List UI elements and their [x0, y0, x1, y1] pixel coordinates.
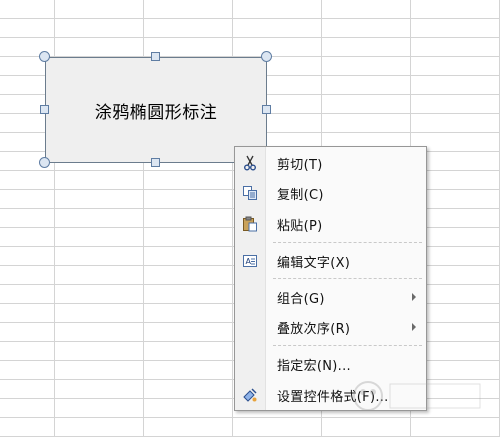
context-menu: 剪切(T) 复制(C) 粘贴(P)	[234, 146, 427, 411]
menu-item-order[interactable]: 叠放次序(R)	[235, 314, 426, 340]
watermark-logo	[353, 381, 481, 411]
submenu-arrow-icon	[412, 293, 416, 301]
submenu-arrow-icon	[412, 323, 416, 331]
resize-handle-left[interactable]	[40, 105, 49, 114]
scissors-icon	[241, 154, 259, 172]
menu-separator	[273, 345, 422, 346]
menu-item-format-control[interactable]: 设置控件格式(F)...	[235, 382, 426, 408]
menu-separator	[273, 242, 422, 243]
menu-item-group[interactable]: 组合(G)	[235, 284, 426, 310]
menu-item-label: 粘贴(P)	[277, 218, 323, 234]
resize-handle-top-right[interactable]	[261, 51, 272, 62]
shape-text: 涂鸦椭圆形标注	[94, 102, 218, 123]
menu-item-copy[interactable]: 复制(C)	[235, 180, 426, 206]
menu-item-edit-text[interactable]: A 编辑文字(X)	[235, 248, 426, 274]
resize-handle-right[interactable]	[262, 105, 271, 114]
menu-item-label: 编辑文字(X)	[277, 255, 351, 271]
menu-item-label: 叠放次序(R)	[277, 321, 351, 337]
resize-handle-bottom-left[interactable]	[39, 157, 50, 168]
resize-handle-top-left[interactable]	[39, 51, 50, 62]
menu-separator	[273, 278, 422, 279]
menu-item-cut[interactable]: 剪切(T)	[235, 150, 426, 176]
menu-item-assign-macro[interactable]: 指定宏(N)...	[235, 351, 426, 377]
menu-item-label: 设置控件格式(F)...	[277, 389, 389, 405]
edit-text-icon: A	[241, 252, 259, 270]
format-control-icon	[241, 386, 259, 404]
oval-callout-shape[interactable]: 涂鸦椭圆形标注	[45, 57, 267, 163]
menu-item-label: 指定宏(N)...	[277, 358, 351, 374]
menu-item-label: 组合(G)	[277, 291, 325, 307]
copy-icon	[241, 184, 259, 202]
resize-handle-top[interactable]	[151, 52, 160, 61]
svg-text:A: A	[246, 257, 252, 266]
resize-handle-bottom[interactable]	[151, 158, 160, 167]
menu-item-label: 复制(C)	[277, 187, 324, 203]
menu-item-paste[interactable]: 粘贴(P)	[235, 211, 426, 237]
menu-item-label: 剪切(T)	[277, 157, 323, 173]
paste-icon	[241, 215, 259, 233]
